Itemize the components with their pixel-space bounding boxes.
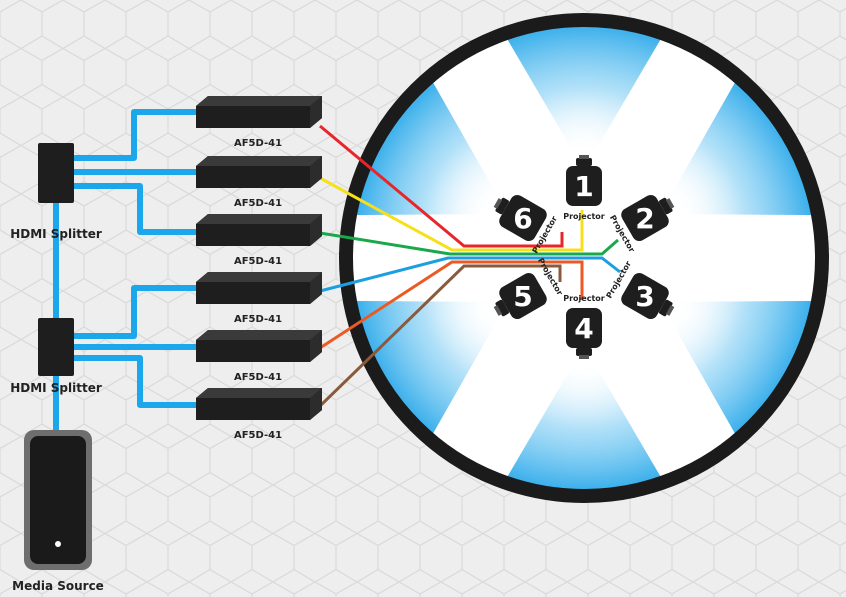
extender-label: AF5D-41: [234, 138, 282, 149]
projector-number: 6: [513, 202, 532, 235]
extender-af5d-41: AF5D-41: [196, 330, 322, 383]
projector-4: 4 Projector: [563, 294, 605, 359]
extender-label: AF5D-41: [234, 256, 282, 267]
extender-af5d-41: AF5D-41: [196, 96, 322, 149]
extender-label: AF5D-41: [234, 430, 282, 441]
extender-af5d-41: AF5D-41: [196, 156, 322, 209]
hdmi-cables: [53, 109, 196, 430]
cable-red: [319, 124, 564, 248]
cable-brown: [318, 264, 562, 408]
extender-af5d-41: AF5D-41: [196, 272, 322, 325]
cable-blue: [319, 256, 621, 293]
media-source: Media Source: [12, 430, 104, 593]
extender-label: AF5D-41: [234, 314, 282, 325]
extenders: AF5D-41AF5D-41AF5D-41AF5D-41AF5D-41AF5D-…: [196, 96, 322, 441]
cable-yellow: [319, 176, 584, 252]
projector-number: 4: [574, 312, 593, 345]
power-led: [55, 541, 61, 547]
cable-green: [319, 231, 619, 256]
projection-beam: [489, 20, 679, 153]
projector-number: 1: [574, 170, 593, 203]
dome-ring: [339, 13, 829, 503]
splitter-label: HDMI Splitter: [10, 381, 102, 395]
projector-number: 3: [635, 280, 654, 313]
projector-label: Projector: [563, 212, 605, 221]
hdmi-splitter-2: HDMI Splitter: [10, 318, 102, 395]
projector-number: 2: [635, 202, 654, 235]
media-source-label: Media Source: [12, 579, 104, 593]
output-cables: [318, 124, 621, 408]
projector-label: Projector: [563, 294, 605, 303]
cable-orange: [319, 260, 584, 350]
extender-af5d-41: AF5D-41: [196, 388, 322, 441]
extender-af5d-41: AF5D-41: [196, 214, 322, 267]
hdmi-splitter-1: HDMI Splitter: [10, 143, 102, 241]
splitter-label: HDMI Splitter: [10, 227, 102, 241]
extender-label: AF5D-41: [234, 198, 282, 209]
extender-label: AF5D-41: [234, 372, 282, 383]
projection-beam: [489, 363, 679, 496]
projector-number: 5: [513, 280, 532, 313]
